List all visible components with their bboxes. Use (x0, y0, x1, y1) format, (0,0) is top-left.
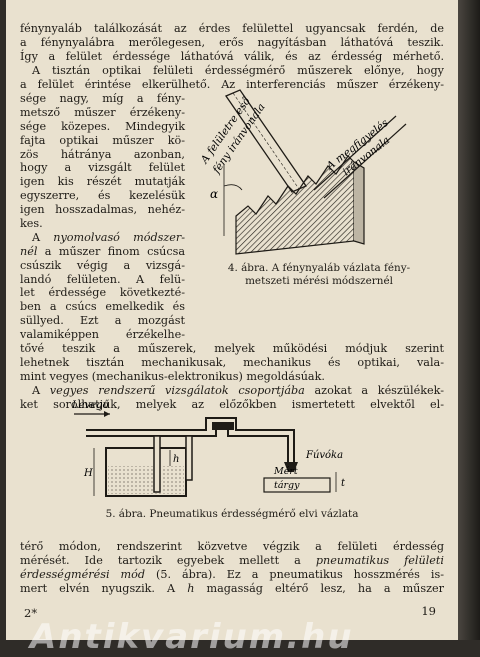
text-line: a felület érintése elkerülhető. Az inter… (20, 77, 444, 91)
beam-axis (232, 92, 300, 190)
text-line: kes. (20, 217, 43, 231)
text-line: mérését. Ide tartozik egyebek mellett a … (20, 554, 444, 568)
text-line: fénynyaláb találkozását az érdes felület… (20, 22, 444, 35)
H-label: H (83, 468, 93, 479)
text-run: A (32, 383, 50, 397)
text-line: ket sorolhatjuk, melyek az előzőkben ism… (20, 397, 444, 411)
text-line: nél a műszer finom csúcsa (20, 245, 185, 259)
figure-4-light-section-diagram: α A felületre eső fény iránvonala A megf… (197, 89, 407, 255)
text-line: mint vegyes (mechanikus-elektronikus) me… (20, 369, 325, 383)
incident-light-beam (225, 89, 307, 193)
page-number: 19 (421, 604, 436, 618)
paragraph-top: fénynyaláb találkozását az érdes felület… (20, 22, 444, 91)
workpiece-side (353, 161, 365, 245)
text-run: mérését. Ide tartozik egyebek mellett a (20, 553, 316, 567)
object-label-line2: tárgy (274, 480, 300, 491)
text-run: A (32, 230, 54, 244)
text-line: Így a felület érdessége láthatóvá válik,… (20, 49, 444, 63)
text-run: (5. ábra). Ez a pneumatikus hosszmérés i… (145, 567, 444, 581)
caption-line: 4. ábra. A fénynyaláb vázlata fény- (227, 262, 411, 274)
water (108, 466, 184, 494)
text-run: a műszer finom csúcsa (37, 244, 185, 258)
text-run: magasság eltérő lesz, ha a műszer (194, 581, 444, 595)
italic-term: érdességmérési mód (20, 567, 146, 581)
h-label: h (173, 454, 179, 465)
text-line: A vegyes rendszerű vizsgálatok csoportjá… (20, 384, 444, 398)
observation-line (323, 123, 407, 199)
caption-line: metszeti mérési módszernél (245, 275, 393, 287)
paragraph-bottom: térő módon, rendszerint közvetve végzik … (20, 540, 444, 596)
text-line: mert elvén nyugszik. A h magasság eltérő… (20, 582, 444, 596)
dip-tube (153, 435, 161, 493)
text-line: landó felületen. A felü- (20, 272, 185, 286)
text-line: fajta optikai műszer kö- (20, 133, 185, 147)
t-label: t (341, 478, 346, 489)
angle-label: α (210, 187, 218, 201)
text-run: azokat a készülékek- (304, 383, 445, 397)
text-line: igen hosszadalmas, nehéz- (20, 203, 185, 217)
text-line: sége közepes. Mindegyik (20, 119, 185, 133)
text-line: let érdessége következté- (20, 286, 185, 300)
italic-term: h (187, 581, 195, 595)
arrowhead (104, 411, 110, 417)
text-line: lehetnek tisztán mechanikusak, mechaniku… (20, 355, 444, 369)
text-line: valamiképpen érzékelhe- (20, 328, 185, 342)
italic-term: pneumatikus felületi (315, 553, 444, 567)
text-line: ben a csúcs emelkedik és (20, 300, 185, 314)
text-line: sége nagy, míg a fény- (20, 92, 185, 105)
manometer-tube (185, 435, 193, 481)
text-line: A tisztán optikai felületi érdességmérő … (32, 63, 444, 77)
angle-arc (223, 184, 243, 191)
object-label-line1: Mért (273, 466, 298, 477)
paragraph-middle: tővé teszik a műszerek, melyek működési … (20, 342, 444, 411)
text-line: egyszerre, és kezelésük (20, 189, 185, 203)
figure-4-caption: 4. ábra. A fénynyaláb vázlata fény- mets… (194, 262, 444, 288)
nozzle-label: Fúvóka (305, 450, 343, 461)
text-run: mert elvén nyugszik. A (20, 581, 188, 595)
paragraph-left-column: sége nagy, míg a fény- metsző műszer érz… (20, 92, 185, 342)
italic-term: nyomolvasó módszer- (53, 230, 185, 244)
text-line: süllyed. Ezt a mozgást (20, 314, 185, 328)
text-line: érdességmérési mód (5. ábra). Ez a pneum… (20, 568, 444, 582)
italic-term: vegyes rendszerű vizsgálatok csoportjába (49, 383, 305, 397)
measured-object (263, 477, 331, 493)
text-line: a fénynyalábra merőlegesen, erős nagyítá… (20, 35, 444, 49)
figure-5-caption: 5. ábra. Pneumatikus érdességmérő elvi v… (105, 508, 359, 520)
text-line: igen kis részét mutatják (20, 175, 185, 189)
watermark: Antikvarium.hu (30, 617, 354, 657)
italic-term: nél (20, 244, 38, 258)
text-line: hogy a vizsgált felület (20, 161, 185, 175)
text-line: térő módon, rendszerint közvetve végzik … (20, 540, 444, 553)
text-line: metsző műszer érzékeny- (20, 105, 185, 119)
nozzle (284, 462, 298, 472)
text-line: tővé teszik a műszerek, melyek működési … (20, 342, 444, 355)
throttle-valve (212, 422, 234, 430)
text-line: csúszik végig a vizsgá- (20, 258, 185, 272)
signature-mark: 2* (24, 606, 38, 620)
observation-line (313, 115, 397, 191)
book-spine (458, 0, 480, 640)
text-line: zös hátránya azonban, (20, 147, 185, 161)
book-page: fénynyaláb találkozását az érdes felület… (6, 0, 458, 640)
text-line: A nyomolvasó módszer- (20, 231, 185, 245)
air-label: Levegő (71, 400, 110, 411)
air-pipe (86, 417, 295, 462)
figure-5-pneumatic-diagram: Levegő H h Fúvóka Mért tárgy t (71, 400, 346, 497)
